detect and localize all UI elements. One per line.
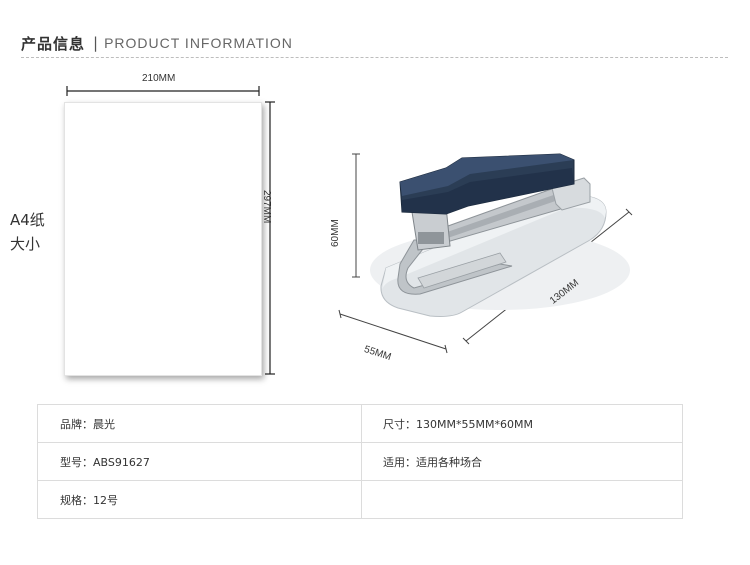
a4-caption-line1: A4纸: [10, 211, 45, 229]
a4-size-caption: A4纸 大小: [10, 208, 45, 256]
spec-value: 12号: [93, 493, 118, 507]
spec-table: 品牌：晨光 尺寸：130MM*55MM*60MM 型号：ABS91627 适用：…: [37, 404, 683, 519]
usage-label: 适用：: [383, 455, 416, 469]
spec-cell-brand: 品牌：晨光: [37, 404, 362, 443]
brand-label: 品牌：: [60, 417, 93, 431]
a4-paper-illustration: [64, 102, 262, 376]
spec-row: 规格：12号: [37, 480, 683, 519]
header-dashed-rule: [21, 57, 728, 58]
usage-value: 适用各种场合: [416, 455, 482, 469]
spec-cell-empty: [361, 480, 683, 519]
model-value: ABS91627: [93, 455, 150, 469]
section-header: 产品信息 | PRODUCT INFORMATION: [21, 32, 293, 54]
brand-value: 晨光: [93, 417, 115, 431]
spec-cell-usage: 适用：适用各种场合: [361, 442, 683, 481]
spec-row: 型号：ABS91627 适用：适用各种场合: [37, 442, 683, 481]
spec-row: 品牌：晨光 尺寸：130MM*55MM*60MM: [37, 404, 683, 443]
section-title-en: PRODUCT INFORMATION: [104, 35, 293, 51]
spec-cell-size: 尺寸：130MM*55MM*60MM: [361, 404, 683, 443]
paper-width-label: 210MM: [142, 73, 176, 84]
spec-cell-spec: 规格：12号: [37, 480, 362, 519]
section-title-cn: 产品信息: [21, 34, 86, 53]
spec-label: 规格：: [60, 493, 93, 507]
size-value: 130MM*55MM*60MM: [416, 417, 533, 431]
title-divider: |: [93, 34, 99, 52]
size-label: 尺寸：: [383, 417, 416, 431]
stapler-height-label: 60MM: [330, 219, 341, 247]
a4-caption-line2: 大小: [10, 235, 41, 253]
spec-cell-model: 型号：ABS91627: [37, 442, 362, 481]
model-label: 型号：: [60, 455, 93, 469]
